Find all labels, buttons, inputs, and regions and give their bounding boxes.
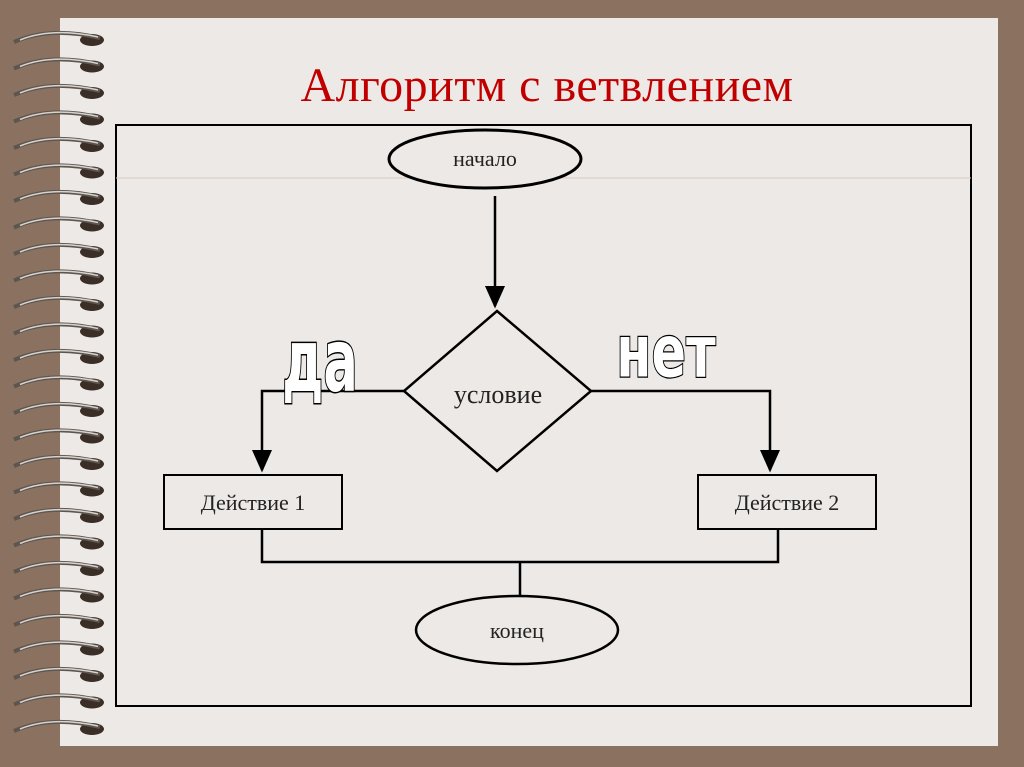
spiral-ring xyxy=(13,189,104,205)
spiral-binding xyxy=(13,30,104,735)
spiral-ring xyxy=(13,401,104,417)
branch-yes-label: да xyxy=(282,311,358,412)
spiral-ring xyxy=(13,666,104,682)
spiral-ring xyxy=(13,560,104,576)
end-node xyxy=(414,594,620,666)
spiral-ring xyxy=(13,375,104,391)
start-node xyxy=(387,128,583,190)
condition-node xyxy=(402,309,593,473)
spiral-ring xyxy=(13,693,104,709)
branch-no-line xyxy=(591,389,780,473)
action1-node xyxy=(163,474,343,530)
spiral-ring xyxy=(13,242,104,258)
merge-line xyxy=(260,529,780,564)
spiral-ring xyxy=(13,83,104,99)
spiral-ring xyxy=(13,322,104,338)
action2-label: Действие 2 xyxy=(735,490,840,515)
spiral-ring xyxy=(13,507,104,523)
branch-yes-line xyxy=(252,389,404,473)
condition-label: условие xyxy=(454,380,542,409)
branch-no-label: нет xyxy=(616,309,715,393)
spiral-ring xyxy=(13,295,104,311)
action2-node xyxy=(697,474,877,530)
spiral-ring xyxy=(13,640,104,656)
spiral-ring xyxy=(13,613,104,629)
spiral-ring xyxy=(13,216,104,232)
end-label: конец xyxy=(490,618,544,643)
spiral-ring xyxy=(13,719,104,735)
spiral-ring xyxy=(13,110,104,126)
spiral-ring xyxy=(13,163,104,179)
spiral-ring xyxy=(13,428,104,444)
spiral-ring xyxy=(13,269,104,285)
start-label: начало xyxy=(453,146,517,171)
slide-title: Алгоритм с ветвлением xyxy=(300,59,794,112)
action1-label: Действие 1 xyxy=(201,490,306,515)
spiral-ring xyxy=(13,534,104,550)
spiral-ring xyxy=(13,348,104,364)
spiral-ring xyxy=(13,30,104,46)
diagram-frame xyxy=(115,124,972,707)
spiral-ring xyxy=(13,57,104,73)
spiral-ring xyxy=(13,587,104,603)
spiral-ring xyxy=(13,481,104,497)
spiral-ring xyxy=(13,136,104,152)
spiral-ring xyxy=(13,454,104,470)
